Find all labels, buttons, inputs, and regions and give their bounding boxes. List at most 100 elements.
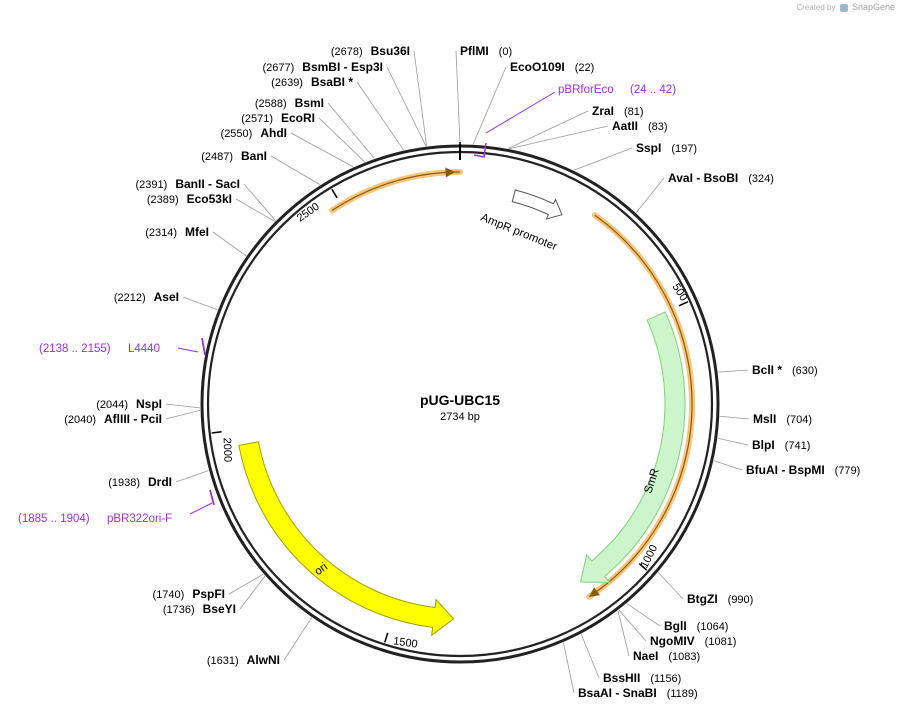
- restriction-site-leader: [635, 177, 665, 214]
- restriction-site-leader: [413, 50, 428, 147]
- plasmid-name: pUG-UBC15: [420, 392, 500, 408]
- restriction-site[interactable]: EcoO109I (22): [472, 60, 595, 145]
- enzyme-name: AatII: [612, 119, 638, 133]
- restriction-site-leader: [235, 198, 275, 222]
- restriction-site[interactable]: AvaI - BsoBI(324): [635, 171, 774, 214]
- restriction-site[interactable]: AhdI(2550): [221, 126, 354, 168]
- restriction-site-leader: [239, 575, 266, 610]
- enzyme-name: SspI: [636, 141, 661, 155]
- credit-prefix: Created by: [796, 3, 836, 12]
- restriction-site[interactable]: NgoMIV(1081): [618, 609, 737, 648]
- restriction-site[interactable]: BanII - SacI(2391): [136, 177, 276, 221]
- restriction-site[interactable]: AlwNI(1631): [207, 617, 313, 667]
- ori-arrow[interactable]: [238, 441, 455, 637]
- ampr-promoter-arrow[interactable]: [511, 189, 563, 220]
- highlight-arc-core: [588, 214, 693, 598]
- enzyme-position: (22): [575, 62, 595, 74]
- restriction-site[interactable]: BfuAI - BspMI(779): [713, 460, 861, 477]
- restriction-site[interactable]: ZraI(81): [507, 104, 644, 149]
- restriction-site[interactable]: DrdI(1938): [108, 470, 209, 489]
- primer-pbrforeco-label: pBRforEco: [558, 84, 614, 96]
- restriction-site[interactable]: PflMI(0): [455, 44, 512, 145]
- primer-pbrforeco-mark: [473, 142, 487, 158]
- primer-l4440-mark: [201, 337, 206, 356]
- primer-l4440-leader: [177, 347, 199, 353]
- restriction-site[interactable]: BclI *(630): [718, 363, 818, 377]
- restriction-site[interactable]: AseI(2212): [114, 290, 218, 311]
- enzyme-name: BseYI: [203, 602, 236, 616]
- enzyme-name: Eco53kI: [187, 192, 232, 206]
- enzyme-position: (1156): [650, 673, 681, 685]
- restriction-site-leader: [356, 81, 405, 151]
- restriction-site[interactable]: BseYI (1736): [163, 575, 266, 616]
- enzyme-name: NspI: [136, 397, 162, 411]
- enzyme-position: (2389): [147, 194, 179, 206]
- restriction-sites: PflMI(0)EcoO109I (22) ZraI(81)AatII(83)Ssp…: [64, 44, 860, 700]
- primer-l4440-range: (2138 .. 2155): [39, 343, 111, 355]
- features: AmpR promoter SmR ori: [238, 189, 686, 637]
- enzyme-position: (2639): [271, 77, 303, 89]
- enzyme-name: PflMI: [460, 44, 489, 58]
- enzyme-name: MslI: [753, 412, 776, 426]
- restriction-site-leader: [509, 125, 609, 150]
- restriction-site[interactable]: BsmI(2588): [255, 96, 375, 159]
- restriction-site-leader: [318, 117, 366, 163]
- restriction-site[interactable]: AatII(83): [509, 119, 668, 150]
- plasmid-length: 2734 bp: [440, 411, 480, 423]
- restriction-site[interactable]: MslI(704): [719, 412, 812, 426]
- enzyme-name: BclI *: [752, 363, 782, 377]
- snapgene-credit: Created by SnapGene: [796, 2, 895, 12]
- restriction-site[interactable]: BanI(2487): [201, 149, 321, 186]
- restriction-site[interactable]: EcoRI(2571): [241, 111, 366, 163]
- highlight-arrowhead: [445, 167, 456, 178]
- enzyme-position: (197): [671, 143, 697, 155]
- restriction-site-leader: [573, 147, 633, 171]
- restriction-site[interactable]: BglI (1064): [626, 603, 729, 633]
- tick-label: 500: [670, 281, 690, 303]
- primer-pbr322ori-f-leader: [189, 502, 213, 515]
- restriction-site-leader: [618, 609, 647, 642]
- restriction-site[interactable]: PspFI(1740): [153, 573, 264, 601]
- restriction-site[interactable]: BsaBI *(2639): [271, 75, 405, 151]
- enzyme-position: (2677): [263, 62, 295, 74]
- tick-mark: [211, 431, 222, 434]
- enzyme-position: (1631): [207, 655, 239, 667]
- restriction-site[interactable]: Bsu36I(2678): [331, 44, 428, 147]
- restriction-site[interactable]: AflIII - PciI(2040): [64, 409, 201, 426]
- enzyme-name: NaeI: [633, 649, 658, 663]
- primer-pbr322ori-f[interactable]: (1885 .. 1904) pBR322ori-F: [18, 489, 215, 525]
- primer-l4440[interactable]: (2138 .. 2155) L4440: [39, 337, 206, 356]
- restriction-site-leader: [580, 633, 600, 679]
- restriction-site[interactable]: Eco53kI (2389): [147, 192, 275, 222]
- enzyme-name: BsmBI - Esp3I: [302, 60, 383, 74]
- enzyme-name: BglI: [664, 619, 687, 633]
- restriction-site[interactable]: NaeI(1083): [617, 610, 700, 663]
- restriction-site[interactable]: SspI (197): [573, 141, 697, 171]
- primer-pbrforeco-leader: [485, 91, 556, 134]
- restriction-site-leader: [718, 369, 749, 373]
- restriction-site[interactable]: BlpI(741): [717, 437, 811, 452]
- restriction-site-leader: [290, 132, 354, 168]
- tick-label: 1500: [392, 635, 418, 650]
- restriction-site[interactable]: BtgZI(990): [657, 572, 753, 606]
- restriction-site-leader: [270, 155, 321, 186]
- enzyme-name: MfeI: [185, 225, 209, 239]
- enzyme-position: (2212): [114, 292, 146, 304]
- restriction-site[interactable]: BsmBI - Esp3I (2677): [263, 60, 427, 147]
- restriction-site[interactable]: MfeI(2314): [145, 225, 247, 257]
- restriction-site-leader: [719, 415, 750, 420]
- enzyme-name: EcoO109I: [510, 60, 565, 74]
- primer-pbrforeco[interactable]: pBRforEco (24 .. 42): [473, 84, 676, 158]
- enzyme-position: (1064): [697, 621, 729, 633]
- enzyme-position: (2040): [64, 414, 96, 426]
- tick-mark: [678, 300, 689, 307]
- enzyme-position: (2044): [96, 399, 128, 411]
- enzyme-name: BsmI: [295, 96, 324, 110]
- highlight-arrowhead: [589, 587, 601, 597]
- restriction-site[interactable]: NspI (2044): [96, 397, 201, 411]
- restriction-site[interactable]: BsaAI - SnaBI(1189): [563, 642, 698, 700]
- smr-cds-arrow[interactable]: [579, 311, 686, 583]
- restriction-site[interactable]: BssHII(1156): [580, 633, 681, 685]
- primer-pbr322ori-f-mark: [209, 489, 215, 506]
- enzyme-position: (1736): [163, 604, 195, 616]
